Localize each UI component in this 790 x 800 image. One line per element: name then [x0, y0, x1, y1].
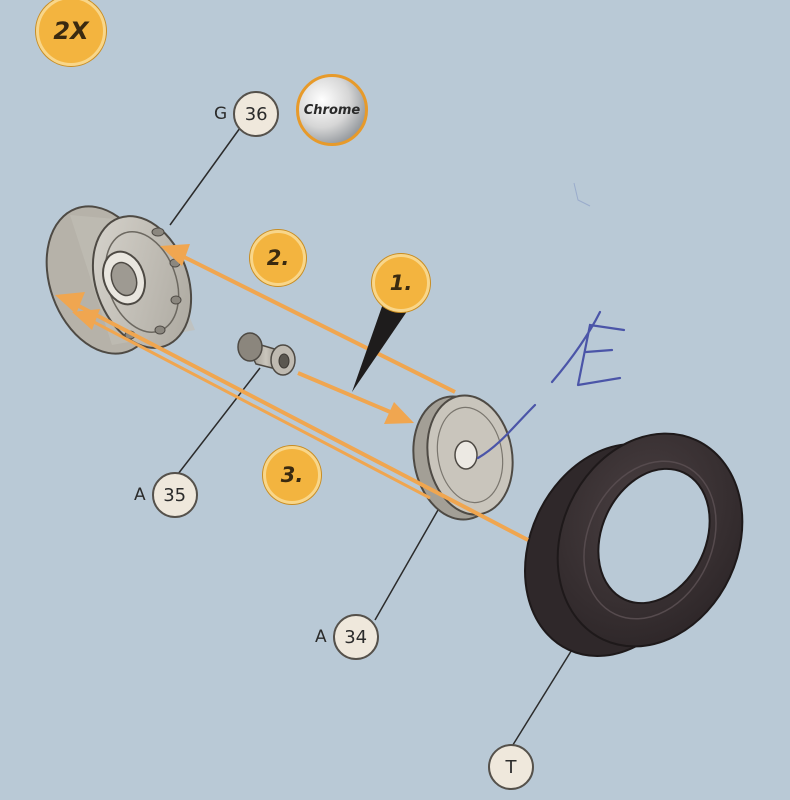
part-number-36: 36 [244, 103, 268, 125]
step-3-text: 3. [280, 463, 304, 487]
pen-speck [573, 182, 591, 207]
sprue-letter-a-35: A [134, 485, 146, 505]
step1-pointer [352, 298, 412, 392]
part-number-35: 35 [163, 484, 187, 506]
wheel-rim-part [45, 205, 195, 355]
part-number-circle-35: 35 [151, 472, 198, 518]
part-callout-a34: A 34 [315, 614, 379, 660]
axle-hub-part [237, 332, 296, 376]
chrome-finish-badge: Chrome [296, 74, 368, 146]
assembly-arrow-2 [160, 244, 456, 394]
leader-line-a35 [177, 367, 261, 475]
step-1-badge: 1. [372, 254, 430, 312]
chrome-label: Chrome [303, 102, 361, 118]
wheel-back-part [412, 394, 514, 521]
assembly-arrow-1 [297, 371, 414, 424]
part-callout-g36: G 36 [214, 91, 280, 137]
step-2-text: 2. [266, 246, 290, 270]
part-callout-t: T [488, 744, 534, 790]
part-number-circle-36: 36 [233, 91, 280, 137]
step-1-text: 1. [389, 271, 413, 295]
quantity-text: 2X [53, 17, 89, 45]
handwritten-mark [476, 310, 626, 460]
part-label-t: T [505, 756, 517, 778]
part-number-circle-t: T [488, 744, 534, 790]
sprue-letter-a-34: A [315, 627, 327, 647]
assembly-arrow-3 [55, 292, 529, 542]
leader-line-g36 [169, 127, 241, 226]
tire-part [524, 432, 744, 657]
sprue-letter-g: G [214, 104, 228, 124]
assembly-arrow-3b [72, 309, 431, 500]
part-number-34: 34 [344, 626, 368, 648]
part-number-circle-34: 34 [332, 614, 379, 660]
leader-line-t [510, 639, 579, 749]
step-3-badge: 3. [263, 446, 321, 504]
step-2-badge: 2. [250, 230, 306, 286]
leader-line-a34 [374, 509, 439, 621]
quantity-badge: 2X [36, 0, 106, 66]
part-callout-a35: A 35 [134, 472, 198, 518]
